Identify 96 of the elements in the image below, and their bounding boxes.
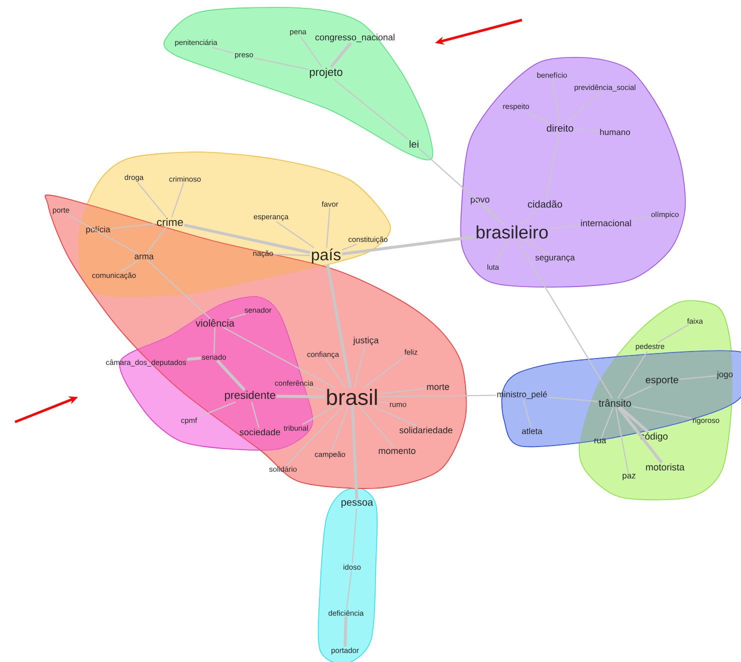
- connector-line: [379, 401, 389, 404]
- word-label: direito: [546, 124, 574, 132]
- word-label: crime: [157, 218, 183, 226]
- connector-line: [111, 222, 156, 230]
- word-label: momento: [378, 448, 416, 454]
- connector-line: [276, 394, 325, 398]
- connector-line: [379, 388, 426, 394]
- connector-line: [254, 58, 309, 70]
- connector-line: [146, 260, 211, 319]
- connector-line: [548, 396, 598, 402]
- connector-line: [342, 244, 357, 250]
- connector-line: [330, 42, 352, 68]
- connector-line: [679, 375, 716, 380]
- connector-line: [212, 46, 234, 54]
- connector-line: [230, 312, 246, 320]
- connector-line: [552, 78, 560, 124]
- connector-line: [300, 36, 322, 68]
- word-label: violência: [196, 319, 234, 327]
- connector-line: [251, 402, 260, 428]
- connector-line: [332, 78, 409, 140]
- connector-line: [223, 326, 336, 389]
- connector-line: [632, 216, 650, 220]
- connector-line: [632, 406, 692, 419]
- connector-line: [494, 239, 509, 264]
- connector-line: [520, 208, 540, 226]
- word-label: motorista: [646, 464, 685, 470]
- connector-line: [372, 405, 418, 426]
- word-label: segurança: [535, 256, 575, 262]
- word-label: morte: [427, 384, 450, 390]
- connector-line: [331, 406, 350, 451]
- connector-line: [186, 356, 202, 361]
- connector-line: [564, 92, 601, 124]
- connector-line: [214, 327, 216, 354]
- word-label: lei: [410, 140, 418, 148]
- connector-line: [184, 224, 310, 254]
- connector-line: [358, 406, 394, 448]
- word-label: cidadão: [528, 200, 562, 208]
- word-label: presidente: [225, 390, 276, 402]
- connector-line: [619, 406, 649, 433]
- connector-line: [522, 400, 532, 428]
- connector-line: [617, 406, 663, 464]
- word-label: projeto: [310, 68, 342, 78]
- word-label: internacional: [581, 220, 631, 226]
- word-label: trânsito: [598, 399, 631, 407]
- word-label: país: [312, 248, 341, 264]
- word-label: esporte: [646, 376, 678, 386]
- word-label: brasileiro: [476, 225, 548, 239]
- connector-line: [354, 346, 366, 388]
- connector-line: [274, 254, 310, 256]
- word-label: paz: [622, 474, 636, 480]
- connector-line: [308, 386, 326, 392]
- connector-line: [344, 616, 348, 647]
- connector-line: [379, 394, 496, 398]
- connector-line: [549, 224, 580, 230]
- connector-line: [624, 386, 652, 400]
- connector-line: [523, 238, 549, 256]
- connector-line: [346, 570, 352, 610]
- connector-line: [302, 405, 336, 425]
- word-label: justiça: [353, 336, 379, 346]
- word-label: ministro_pelé: [497, 390, 547, 399]
- connector-line: [657, 324, 690, 344]
- connector-line: [418, 148, 504, 226]
- connector-line: [524, 110, 551, 124]
- connector-line: [352, 508, 358, 564]
- word-label: brasil: [327, 388, 377, 406]
- connector-line: [286, 405, 344, 466]
- connector-line: [68, 214, 139, 254]
- connector-line: [574, 128, 599, 132]
- connector-line: [363, 355, 407, 389]
- connector-line: [216, 360, 246, 392]
- connector-line: [146, 226, 167, 254]
- connector-line: [120, 260, 140, 272]
- connector-line: [171, 182, 184, 218]
- word-label: sociedade: [240, 428, 280, 436]
- word-label: rua: [594, 438, 606, 444]
- connector-line: [615, 407, 629, 474]
- connector-line: [600, 407, 614, 438]
- connector-line: [137, 182, 166, 218]
- connector-line: [342, 235, 475, 256]
- word-label: congresso_nacional: [315, 34, 394, 42]
- word-label: pessoa: [342, 500, 374, 508]
- connector-line: [325, 358, 346, 388]
- connector-line: [545, 132, 560, 200]
- word-label: arma: [134, 254, 154, 260]
- word-label: atleta: [522, 428, 542, 434]
- connector-line: [198, 401, 236, 418]
- connector-line: [326, 264, 352, 388]
- connector-line: [516, 239, 613, 399]
- connector-line: [350, 406, 358, 500]
- connector-line: [326, 208, 330, 248]
- connector-line: [276, 221, 314, 248]
- word-label: jogo: [716, 371, 733, 379]
- connector-line: [617, 350, 648, 399]
- word-label: solidariedade: [399, 426, 452, 434]
- word-label: humano: [600, 128, 630, 136]
- connector-line: [484, 204, 505, 226]
